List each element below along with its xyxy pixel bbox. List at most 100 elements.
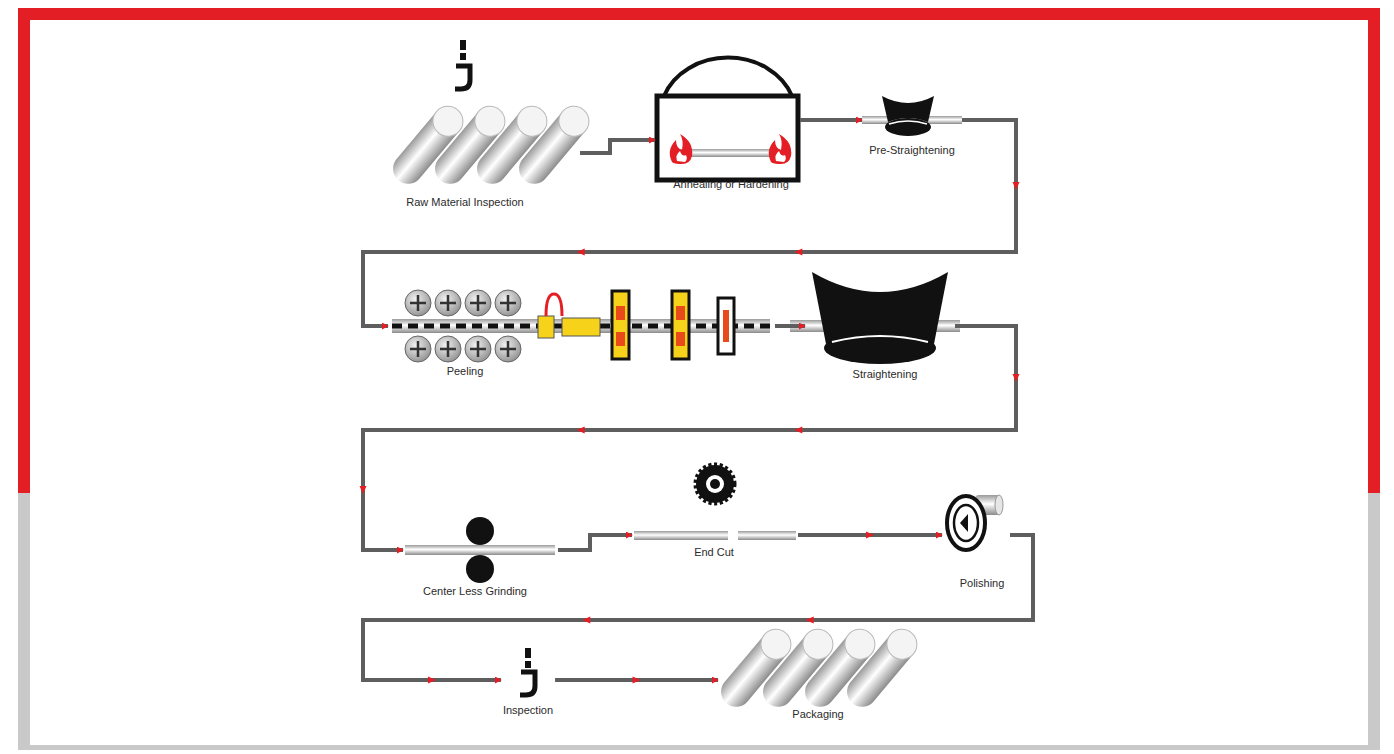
peeling-machine [723,310,729,342]
inspection-icon [520,648,535,695]
process-station: Raw Material Inspection [395,40,580,212]
peeling-machine [410,295,516,357]
frame [18,8,1380,750]
polishing-wheel [995,495,1003,515]
polishing-wheel [947,495,1003,550]
pre-straightener [889,121,927,124]
flow-line [558,535,632,550]
flow-arrow [1013,182,1020,190]
furnace [769,134,792,164]
furnace [657,58,798,180]
flow-arrow [577,249,585,256]
flow-arrow [1013,374,1020,382]
steel-bars [387,100,595,190]
furnace [657,96,798,180]
peeling-machine [546,294,562,316]
process-station: Packaging [718,628,925,724]
peeling-machine [405,290,521,362]
step-label: Annealing or Hardening [673,178,789,191]
cutting-saw [710,479,720,489]
peeling-machine [612,291,629,359]
inspection-icon [458,50,468,53]
process-station: Pre-Straightening [862,94,962,160]
steel-bars [513,100,595,190]
steel-bars [553,100,595,142]
step-label: Raw Material Inspection [406,196,523,209]
peeling-machine [410,341,516,357]
flow-line [363,326,1016,550]
flow-arrow [794,249,802,256]
cutting-saw [634,465,796,540]
peeling-machine [676,332,685,346]
peeling-machine [616,306,625,320]
frame [30,20,1368,745]
flow-arrow [806,617,814,624]
furnace [676,151,686,162]
process-station: Peeling [388,285,775,381]
step-label: Peeling [447,365,484,378]
peeling-machine [718,298,734,354]
grinding-wheels [466,555,494,583]
flow-line [363,535,1033,680]
furnace [670,134,693,164]
step-label: Pre-Straightening [869,144,955,157]
polishing-wheel [954,505,978,541]
cutting-saw [696,465,734,503]
cutting-saw [706,475,724,493]
peeling-machine [410,295,516,311]
inspection-icon [455,40,470,89]
flow-arrow [582,617,590,624]
step-label: Center Less Grinding [423,585,527,598]
polishing-wheel [960,514,968,532]
step-label: Packaging [792,708,843,721]
grinding-wheels [466,517,494,545]
cutting-saw [634,531,728,540]
straightener [824,332,936,364]
process-station: Straightening [805,268,955,384]
cutting-saw [738,531,796,540]
peeling-machine [676,306,685,320]
flow-arrow [428,677,436,684]
peeling-machine [392,290,770,362]
flow-arrow [866,532,874,539]
process-station: End Cut [632,462,798,562]
flow-arrow [794,427,802,434]
step-label: Straightening [853,368,918,381]
grinding-wheels [405,517,555,583]
pre-straightener [885,118,931,136]
steel-bars [513,100,595,190]
peeling-machine [612,291,734,359]
pre-straightener [862,96,962,136]
process-station: Polishing [942,492,1010,593]
peeling-machine [616,332,625,346]
peeling-machine [672,291,689,359]
furnace [775,151,785,162]
flow-line [580,140,655,153]
furnace [664,58,792,96]
step-label: End Cut [694,546,734,559]
flow-arrow [577,427,585,434]
step-label: Inspection [503,704,553,717]
flow-arrow [360,486,367,494]
inspection-icon [520,672,535,695]
inspection-icon [523,658,533,661]
packaged-bars [841,623,923,713]
flow-line [775,324,805,328]
process-station: Center Less Grinding [403,515,558,601]
packaged-bars [715,623,923,713]
grinding-wheels [405,545,555,555]
straightener [790,272,960,364]
process-station: Inspection [501,646,555,720]
process-station: Annealing or Hardening [655,36,800,194]
flow-line [363,120,1016,326]
straightener [832,336,928,342]
packaged-bars [841,623,923,713]
inspection-icon [455,66,470,89]
packaged-bars [881,623,923,665]
flow-arrow [633,677,641,684]
peeling-machine [562,318,600,336]
polishing-wheel [947,496,985,550]
step-label: Polishing [960,577,1005,590]
